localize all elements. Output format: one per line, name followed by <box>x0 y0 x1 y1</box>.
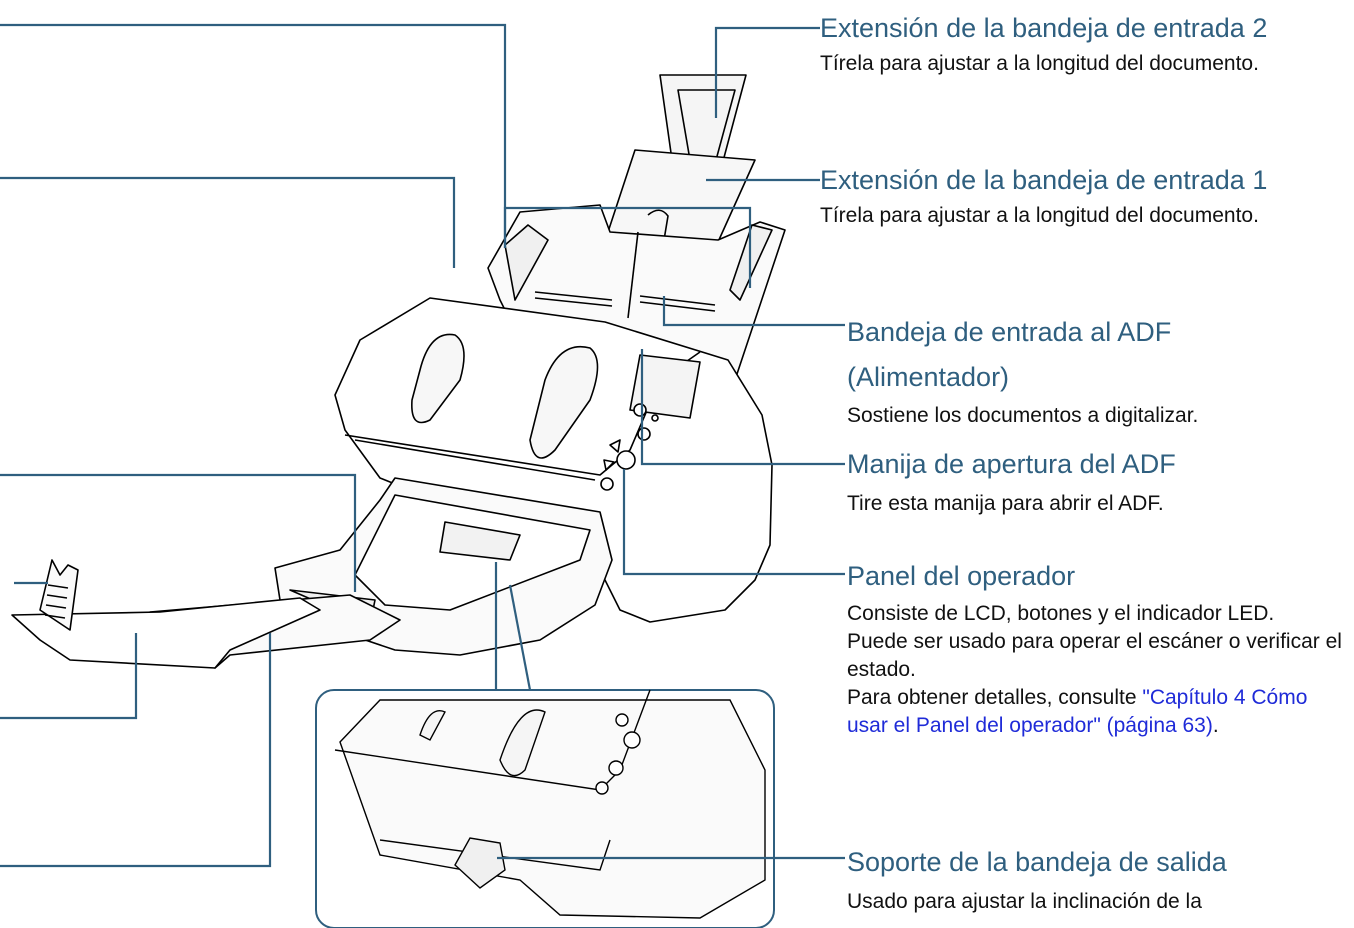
adf-handle-desc: Tire esta manija para abrir el ADF. <box>847 492 1164 515</box>
adf-tray-title-1: Bandeja de entrada al ADF <box>847 317 1172 347</box>
leader-left-1 <box>0 23 507 248</box>
ext1-title: Extensión de la bandeja de entrada 1 <box>820 165 1268 195</box>
leader-left-5 <box>0 633 138 720</box>
op-panel-desc-1: Consiste de LCD, botones y el indicador … <box>847 602 1275 625</box>
leader-inset-2 <box>508 584 532 691</box>
ext2-desc: Tírela para ajustar a la longitud del do… <box>820 52 1259 75</box>
op-panel-desc-prefix: Para obtener detalles, consulte <box>847 686 1143 709</box>
leader-adf-tray <box>662 296 845 327</box>
chute-extension-1 <box>607 149 756 243</box>
op-panel-desc: Consiste de LCD, botones y el indicador … <box>847 600 1347 740</box>
leader-left-2 <box>0 176 456 268</box>
chapter-4-link[interactable]: "Capítulo 4 Cómo usar el Panel del opera… <box>847 686 1308 737</box>
ext2-title: Extensión de la bandeja de entrada 2 <box>820 13 1268 43</box>
leader-op-panel <box>622 469 845 576</box>
op-panel-desc-suffix: . <box>1212 714 1219 737</box>
leader-ext2 <box>714 26 820 118</box>
op-panel-title: Panel del operador <box>847 561 1076 591</box>
leader-lines <box>0 23 845 868</box>
adf-tray-title-2: (Alimentador) <box>847 362 1010 392</box>
stacker-support-desc: Usado para ajustar la inclinación de la <box>847 890 1202 913</box>
op-panel-desc-2: Puede ser usado para operar el escáner o… <box>847 630 1342 681</box>
leader-adf-handle <box>640 349 845 466</box>
leader-left-6 <box>0 633 272 868</box>
ext1-desc: Tírela para ajustar a la longitud del do… <box>820 204 1259 227</box>
scanner-illustration <box>11 74 786 669</box>
stacker-support-title: Soporte de la bandeja de salida <box>847 847 1227 877</box>
op-panel-desc-3: Para obtener detalles, consulte "Capítul… <box>847 684 1347 740</box>
adf-tray-desc: Sostiene los documentos a digitalizar. <box>847 404 1199 427</box>
inset-detail <box>315 689 775 928</box>
adf-handle-title: Manija de apertura del ADF <box>847 449 1176 479</box>
leader-left-3 <box>0 473 357 592</box>
leader-chute-bracket <box>503 206 752 288</box>
